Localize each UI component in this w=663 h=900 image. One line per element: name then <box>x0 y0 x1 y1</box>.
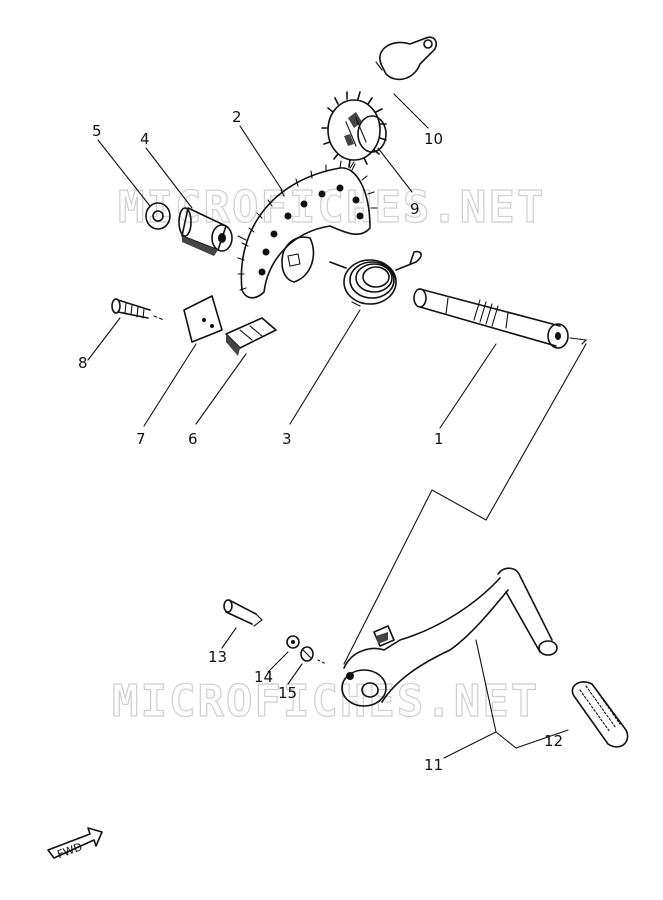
fwd-label: FWD <box>55 840 84 861</box>
label-7: 7 <box>136 430 146 448</box>
part-11-kick-lever <box>341 567 558 707</box>
label-3: 3 <box>282 430 292 448</box>
part-10-circlip <box>375 36 438 81</box>
label-10: 10 <box>424 130 443 148</box>
part-6-clip <box>225 317 277 356</box>
part-labels: 5 4 2 10 9 8 7 6 3 1 13 14 15 11 12 <box>78 108 563 774</box>
part-7-plate <box>183 295 223 343</box>
fwd-arrow: FWD <box>47 827 103 861</box>
label-13: 13 <box>208 648 227 666</box>
part-2-segment-gear <box>237 160 378 299</box>
part-14-washer <box>286 635 300 649</box>
label-15: 15 <box>278 684 297 702</box>
label-2: 2 <box>232 108 242 126</box>
label-6: 6 <box>188 430 198 448</box>
label-14: 14 <box>254 668 273 686</box>
label-12: 12 <box>544 732 563 750</box>
label-1: 1 <box>434 430 444 448</box>
part-1-arrow <box>569 337 588 345</box>
part-4-collar <box>178 207 233 256</box>
part-9-kick-gear <box>321 91 387 168</box>
part-1-kick-shaft <box>413 288 569 349</box>
part-3-return-spring <box>329 250 422 307</box>
leader-lines <box>87 93 587 759</box>
watermark-bottom: MICROFICHES.NET <box>112 676 539 727</box>
label-11: 11 <box>424 756 443 774</box>
part-9-mark <box>349 161 355 169</box>
part-12-grip <box>571 681 629 748</box>
part-13-pin <box>223 599 263 627</box>
part-15-dash <box>317 659 327 665</box>
part-4-pin <box>237 235 247 241</box>
part-15-clip <box>300 646 314 662</box>
label-8: 8 <box>78 354 88 372</box>
label-9: 9 <box>410 200 420 218</box>
label-4: 4 <box>140 130 150 148</box>
part-5-washer <box>145 202 171 230</box>
label-5: 5 <box>92 122 102 140</box>
watermark-top: MICROFICHES.NET <box>118 182 545 233</box>
part-8-screw <box>111 298 165 321</box>
